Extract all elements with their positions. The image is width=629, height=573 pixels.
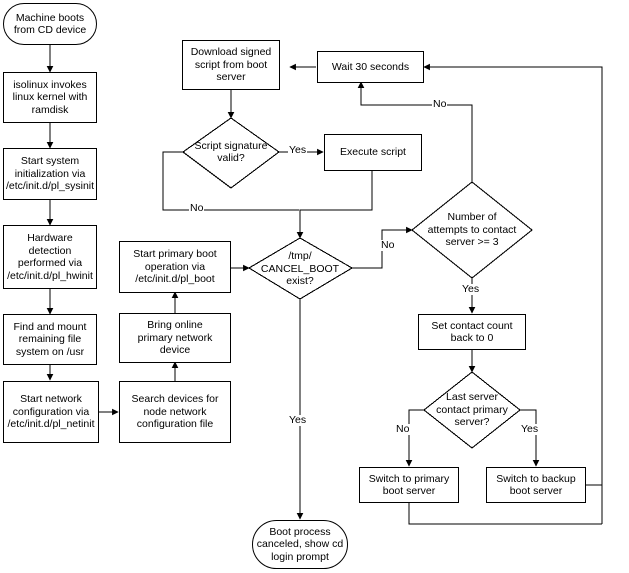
node-search-devices-label: Search devices for node network configur… — [131, 393, 219, 431]
node-search-devices[interactable]: Search devices for node network configur… — [119, 381, 231, 443]
node-switch-primary[interactable]: Switch to primary boot server — [359, 467, 459, 503]
edge-label-attempts-yes: Yes — [461, 283, 481, 295]
edge-label-cancel-yes: Yes — [288, 414, 308, 426]
node-pl-hwinit-label: Hardware detection performed via /etc/in… — [7, 232, 93, 282]
node-machine-boots-label: Machine boots from CD device — [13, 11, 87, 37]
node-last-server[interactable]: Last server contact primary server? — [420, 389, 524, 431]
diamond-attempts — [411, 181, 533, 279]
node-boot-canceled[interactable]: Boot process canceled, show cd login pro… — [252, 520, 348, 569]
edge-label-attempts-no: No — [432, 98, 448, 110]
node-execute-script-label: Execute script — [340, 146, 406, 159]
node-pl-hwinit[interactable]: Hardware detection performed via /etc/in… — [3, 225, 97, 289]
node-switch-backup[interactable]: Switch to backup boot server — [486, 467, 586, 503]
node-wait-30[interactable]: Wait 30 seconds — [317, 51, 424, 83]
edge-switchprimary-return — [408, 503, 602, 525]
node-last-server-label: Last server contact primary server? — [436, 391, 508, 429]
node-bring-online-label: Bring online primary network device — [137, 319, 213, 357]
node-download-script-label: Download signed script from boot server — [190, 46, 272, 84]
edge-return-bus-to-wait — [423, 63, 603, 524]
edge-lastserver-no-to-primary — [405, 409, 424, 467]
edge-label-last-no: No — [395, 423, 411, 435]
node-pl-netinit[interactable]: Start network configuration via /etc/ini… — [3, 381, 99, 443]
edge-label-last-yes: Yes — [520, 423, 540, 435]
node-pl-boot[interactable]: Start primary boot operation via /etc/in… — [119, 241, 231, 293]
node-pl-sysinit[interactable]: Start system initialization via /etc/ini… — [3, 148, 97, 200]
node-pl-netinit-label: Start network configuration via /etc/ini… — [7, 393, 95, 431]
node-cancel-boot[interactable]: /tmp/ CANCEL_BOOT exist? — [251, 249, 349, 289]
node-isolinux-label: isolinux invokes linux kernel with ramdi… — [12, 78, 88, 116]
node-switch-backup-label: Switch to backup boot server — [496, 472, 576, 498]
edge-label-cancel-no: No — [380, 239, 396, 251]
node-set-contact-count[interactable]: Set contact count back to 0 — [418, 314, 526, 350]
node-boot-canceled-label: Boot process canceled, show cd login pro… — [256, 525, 344, 563]
node-execute-script[interactable]: Execute script — [324, 134, 422, 171]
diamond-cancel-boot — [247, 237, 354, 300]
edge-lastserver-yes-to-backup — [520, 409, 540, 467]
node-pl-sysinit-label: Start system initialization via /etc/ini… — [5, 155, 95, 193]
node-sig-valid-label: Script signature valid? — [194, 139, 268, 165]
node-wait-30-label: Wait 30 seconds — [331, 60, 410, 73]
node-pl-boot-label: Start primary boot operation via /etc/in… — [133, 248, 217, 286]
node-isolinux[interactable]: isolinux invokes linux kernel with ramdi… — [3, 72, 97, 123]
diamond-last-server — [423, 371, 521, 449]
node-cancel-boot-label: /tmp/ CANCEL_BOOT exist? — [260, 250, 340, 288]
node-mount-usr[interactable]: Find and mount remaining file system on … — [3, 314, 97, 365]
edge-label-sig-no: No — [189, 202, 205, 214]
node-attempts-label: Number of attempts to contact server >= … — [427, 211, 517, 249]
diamond-sig-valid — [182, 117, 280, 189]
node-bring-online[interactable]: Bring online primary network device — [119, 313, 231, 363]
node-machine-boots[interactable]: Machine boots from CD device — [3, 3, 97, 45]
node-attempts[interactable]: Number of attempts to contact server >= … — [413, 208, 531, 252]
node-sig-valid[interactable]: Script signature valid? — [183, 130, 279, 174]
node-switch-primary-label: Switch to primary boot server — [368, 472, 450, 498]
node-set-contact-count-label: Set contact count back to 0 — [431, 319, 513, 345]
edge-attempts-no-to-wait — [357, 81, 473, 182]
node-mount-usr-label: Find and mount remaining file system on … — [13, 320, 87, 358]
edge-sig-no-loop — [162, 151, 299, 211]
edge-label-sig-yes: Yes — [288, 144, 308, 156]
node-download-script[interactable]: Download signed script from boot server — [182, 40, 280, 90]
edge-execute-to-cancelboot — [296, 171, 373, 239]
